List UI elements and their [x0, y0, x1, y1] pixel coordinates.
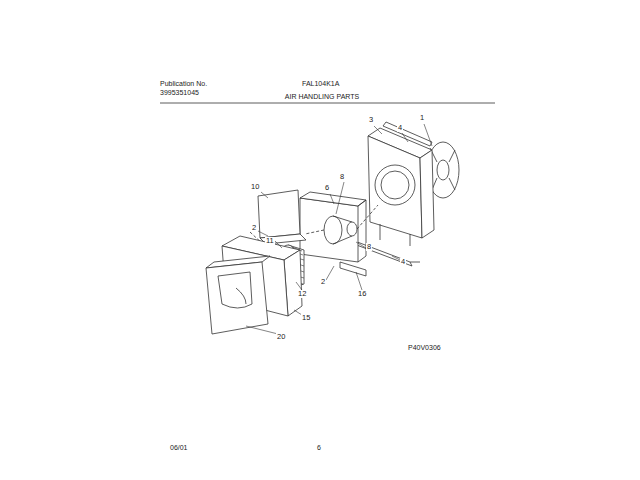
- callout-number: 8: [366, 243, 372, 251]
- callout-number: 2: [251, 224, 257, 232]
- header-rule: [160, 103, 495, 104]
- callout-number: 8: [339, 173, 345, 181]
- model-number: FAL104K1A: [302, 80, 339, 87]
- callout-number: 12: [297, 290, 307, 298]
- callout-number: 1: [419, 114, 425, 122]
- fan-motor: [305, 205, 378, 244]
- callout-number: 6: [324, 184, 330, 192]
- callout-number: 10: [250, 183, 260, 191]
- front-panel: [206, 256, 270, 334]
- callout-number: 16: [357, 290, 367, 298]
- callout-number: 4: [397, 124, 403, 132]
- motor-plate: [300, 192, 366, 262]
- callout-number: 20: [276, 333, 286, 341]
- publication-number: 3995351045: [160, 89, 199, 96]
- motor-bracket: [340, 262, 366, 276]
- side-bracket: [258, 190, 306, 244]
- callout-number: 15: [301, 314, 311, 322]
- callout-number: 11: [265, 237, 275, 245]
- callout-number: 2: [320, 278, 326, 286]
- figure-code: P40V0306: [408, 344, 441, 351]
- page-number: 6: [317, 444, 321, 451]
- publication-label: Publication No.: [160, 80, 207, 87]
- callout-number: 4: [400, 258, 406, 266]
- callout-number: 3: [368, 116, 374, 124]
- page-title: AIR HANDLING PARTS: [285, 93, 359, 100]
- leader-line: [246, 124, 432, 334]
- bracket: [352, 122, 432, 266]
- date-code: 06/01: [170, 444, 188, 451]
- scroll-housing: [368, 128, 434, 246]
